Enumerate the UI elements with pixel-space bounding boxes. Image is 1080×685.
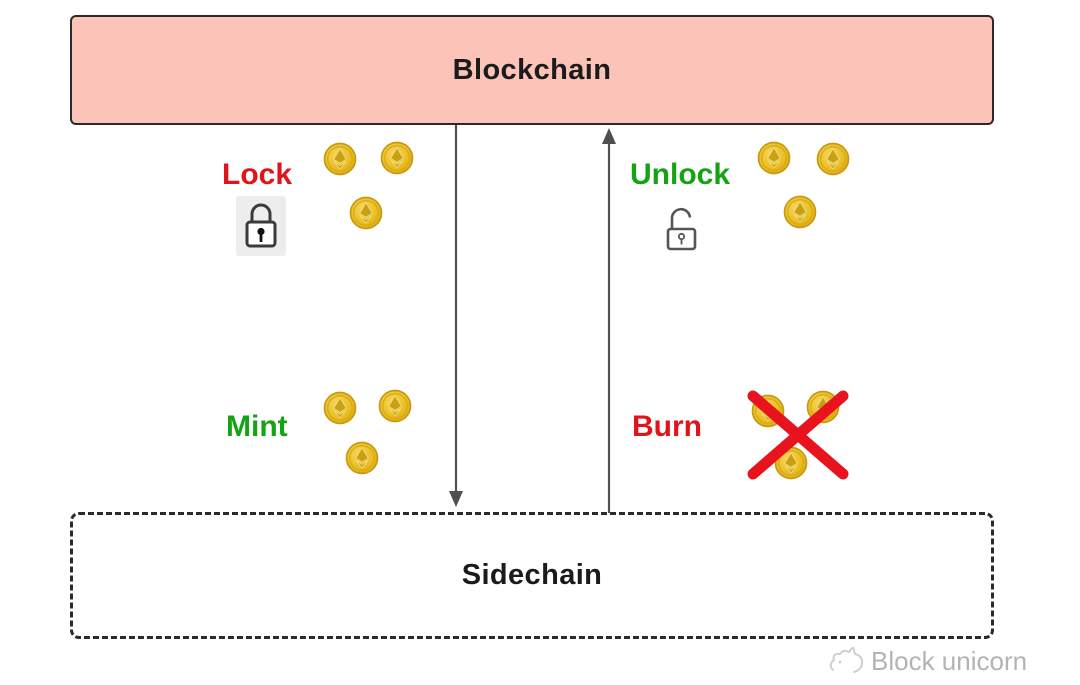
ethereum-coin-icon bbox=[757, 141, 791, 175]
ethereum-coin-icon bbox=[345, 441, 379, 475]
sidechain-to-blockchain-arrow bbox=[602, 128, 616, 513]
ethereum-coin-icon bbox=[323, 142, 357, 176]
lock-label: Lock bbox=[222, 158, 293, 191]
watermark: Block unicorn bbox=[826, 646, 1027, 677]
ethereum-coin-icon bbox=[323, 391, 357, 425]
lock-icon bbox=[236, 196, 286, 256]
ethereum-coin-icon bbox=[816, 142, 850, 176]
sidechain-label: Sidechain bbox=[461, 559, 603, 591]
unlock-icon bbox=[666, 207, 697, 251]
ethereum-coin-icon bbox=[380, 141, 414, 175]
blockchain-box: Blockchain bbox=[70, 15, 994, 125]
block-unicorn-logo bbox=[829, 646, 864, 673]
ethereum-coin-icon bbox=[783, 195, 817, 229]
watermark-label: Block unicorn bbox=[871, 646, 1028, 676]
ethereum-coin-icon bbox=[378, 389, 412, 423]
burn-label: Burn bbox=[632, 410, 702, 443]
burn-x-icon bbox=[747, 390, 849, 480]
sidechain-box: Sidechain bbox=[70, 512, 994, 639]
mint-label: Mint bbox=[226, 410, 288, 443]
blockchain-label: Blockchain bbox=[452, 53, 612, 86]
unlock-label: Unlock bbox=[630, 158, 731, 191]
ethereum-coin-icon bbox=[349, 196, 383, 230]
blockchain-to-sidechain-arrow bbox=[449, 125, 463, 507]
